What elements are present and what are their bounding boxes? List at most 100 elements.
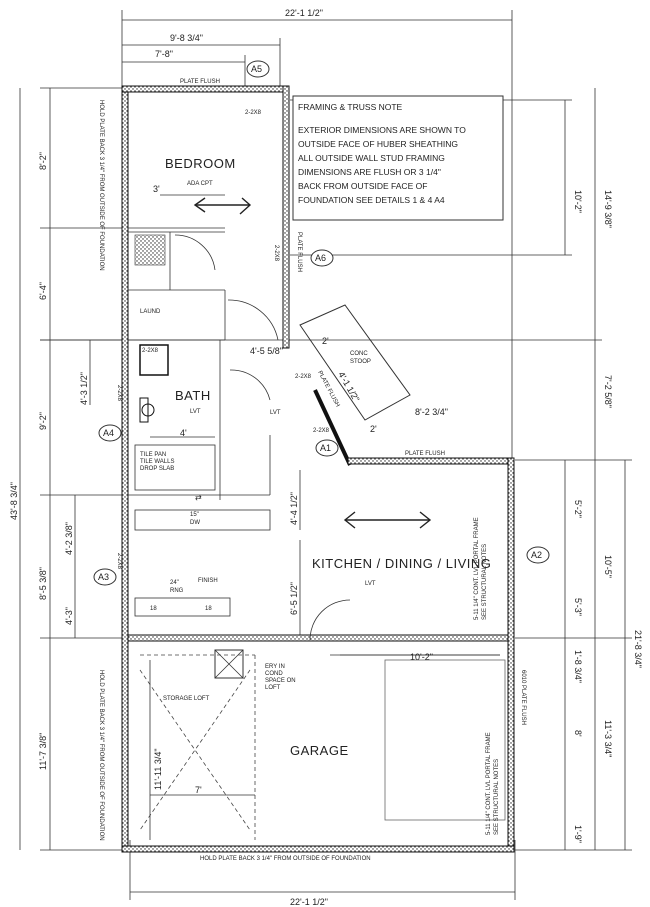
room-storage-loft: STORAGE LOFT: [163, 696, 210, 702]
label-rng-1: 24": [170, 580, 179, 586]
hold-plate-note-left: HOLD PLATE BACK 3 1/4" FROM OUTSIDE OF F…: [98, 670, 104, 841]
label-lvt-kitchen: LVT: [365, 581, 376, 587]
dim-left-9-2: 9'-2": [38, 412, 48, 430]
label-entry-4: LOFT: [265, 685, 281, 691]
label-entry-1: ERY IN: [265, 664, 285, 670]
label-2x8-7: 2-2X8: [142, 348, 159, 354]
framing-note-line-1: EXTERIOR DIMENSIONS ARE SHOWN TO: [298, 125, 466, 135]
label-tile-pan-1: TILE PAN: [140, 452, 166, 458]
dim-inner-8-2: 8'-2 3/4": [415, 407, 448, 417]
arrow-symbol: ⇄: [195, 493, 202, 502]
dim-right-8: 8': [573, 730, 583, 737]
dim-right-5-3: 5'-3": [573, 598, 583, 616]
dim-right-5-2: 5'-2": [573, 500, 583, 518]
dim-left-8-5: 8'-5 3/8": [38, 567, 48, 600]
dim-inner-4-1: 4'-1 1/2": [336, 370, 361, 404]
exterior-walls: [121, 85, 515, 853]
hold-plate-note-bottom: HOLD PLATE BACK 3 1/4" FROM OUTSIDE OF F…: [200, 856, 371, 862]
arrow-marks: [193, 197, 432, 529]
dim-left-4-2: 4'-2 3/8": [64, 522, 74, 555]
dim-inner-10-2: 10'-2": [410, 652, 433, 662]
framing-note-line-6: FOUNDATION SEE DETAILS 1 & 4 A4: [298, 195, 445, 205]
dim-left-4-3-half: 4'-3 1/2": [79, 372, 89, 405]
dim-inner-7: 7': [195, 785, 202, 795]
label-rng-2: RNG: [170, 588, 184, 594]
room-finish: FINISH: [198, 578, 218, 584]
room-bedroom: BEDROOM: [165, 156, 236, 171]
dim-right-10-2: 10'-2": [573, 190, 583, 213]
dim-left-6-4: 6'-4": [38, 282, 48, 300]
callout-a3: A3: [98, 572, 109, 582]
room-labels: BEDROOM BATH KITCHEN / DINING / LIVING G…: [140, 156, 491, 758]
label-2x8-5: 2-2X8: [116, 385, 122, 402]
right-dimensions: 10'-2" 14'-9 3/8" 7'-2 5/8" 5'-2" 5'-3" …: [40, 88, 643, 851]
hold-plate-note-top: HOLD PLATE BACK 3 1/4" FROM OUTSIDE OF F…: [98, 100, 104, 271]
callout-a1: A1: [320, 443, 331, 453]
label-2x8-1: 2-2X8: [245, 110, 262, 116]
label-lvt-hall: LVT: [270, 410, 281, 416]
label-portal-garage-1: 5-11 1/4" CONT. LVL PORTAL FRAME: [486, 732, 492, 835]
room-laund: LAUND: [140, 309, 161, 315]
dim-left-4-3: 4'-3": [64, 607, 74, 625]
framing-note-title: FRAMING & TRUSS NOTE: [298, 102, 403, 112]
dim-right-1-9: 1'-9": [573, 825, 583, 843]
label-lvt-bath: LVT: [190, 409, 201, 415]
dim-inner-3: 3': [153, 184, 160, 194]
label-tile-pan-2: TILE WALLS: [140, 459, 174, 465]
plate-flush-garage: 6010 PLATE FLUSH: [520, 670, 526, 725]
dim-right-11-3: 11'-3 3/4": [603, 720, 613, 757]
label-ada-cpt: ADA CPT: [187, 181, 213, 187]
room-conc-stoop-1: CONC: [350, 351, 368, 357]
label-dw-1: 15": [190, 512, 199, 518]
callout-a5: A5: [251, 64, 262, 74]
interior-walls: [128, 194, 506, 840]
dim-top-left-1: 9'-8 3/4": [170, 33, 203, 43]
label-entry-3: SPACE ON: [265, 678, 296, 684]
dim-inner-4-5: 4'-5 5/8": [250, 346, 283, 356]
misc-labels: PLATE FLUSH PLATE FLUSH PLATE FLUSH PLAT…: [116, 79, 526, 862]
dim-right-1-8: 1'-8 3/4": [573, 650, 583, 683]
dim-top-left-2: 7'-8": [155, 49, 173, 59]
label-tile-pan-3: DROP SLAB: [140, 466, 174, 472]
dim-right-10-5: 10'-5": [603, 555, 613, 578]
bath-fixtures: ⇄: [139, 344, 202, 502]
label-dw-2: DW: [190, 520, 200, 526]
dim-inner-2b: 2': [370, 424, 377, 434]
label-2x8-2: 2-2X8: [273, 245, 279, 262]
label-2x8-3: 2-2X8: [295, 374, 312, 380]
framing-note: FRAMING & TRUSS NOTE EXTERIOR DIMENSIONS…: [292, 95, 504, 221]
label-entry-2: COND: [265, 671, 283, 677]
top-dimensions: 22'-1 1/2" 9'-8 3/4" 7'-8": [121, 8, 513, 460]
inner-dimensions: 3' 4'-5 5/8" 4'-1 1/2" 2' 2' 8'-2 3/4" 4…: [149, 184, 500, 840]
callout-a4: A4: [103, 428, 114, 438]
section-callouts: A5 A6 A1 A2 A4 A3: [93, 60, 550, 586]
label-portal-right-1: 5-11 1/4" CONT. LVL PORTAL FRAME: [474, 517, 480, 620]
dim-inner-4-4: 4'-4 1/2": [289, 492, 299, 525]
callout-a6: A6: [315, 253, 326, 263]
dim-inner-2a: 2': [322, 336, 329, 346]
dim-right-7-2: 7'-2 5/8": [603, 375, 613, 408]
dim-inner-11-11: 11'-11 3/4": [153, 748, 163, 790]
room-garage: GARAGE: [290, 743, 349, 758]
framing-note-line-5: BACK FROM OUTSIDE FACE OF: [298, 181, 427, 191]
dim-bottom-overall: 22'-1 1/2": [290, 897, 328, 907]
room-kitchen: KITCHEN / DINING / LIVING: [312, 556, 491, 571]
dim-left-8-2: 8'-2": [38, 152, 48, 170]
label-18a: 18: [150, 606, 157, 612]
plate-flush-top: PLATE FLUSH: [180, 79, 220, 85]
framing-note-line-4: DIMENSIONS ARE FLUSH OR 3 1/4": [298, 167, 441, 177]
label-portal-right-2: SEE STRUCTURAL NOTES: [482, 544, 488, 620]
room-bath: BATH: [175, 388, 211, 403]
label-2x8-4: 2-2X8: [313, 428, 330, 434]
dim-left-11-7: 11'-7 3/8": [38, 733, 48, 770]
room-conc-stoop-2: STOOP: [350, 359, 371, 365]
framing-note-line-2: OUTSIDE FACE OF HUBER SHEATHING: [298, 139, 458, 149]
left-dimensions: 43'-8 3/4" 8'-2" 6'-4" 9'-2" 8'-5 3/8" 1…: [9, 87, 125, 851]
plate-flush-right: PLATE FLUSH: [296, 232, 302, 272]
dim-inner-4: 4': [180, 428, 187, 438]
dim-inner-6-5: 6'-5 1/2": [289, 582, 299, 615]
dim-left-43: 43'-8 3/4": [9, 482, 19, 520]
dim-right-21-8: 21'-8 3/4": [633, 630, 643, 668]
dim-top-overall: 22'-1 1/2": [285, 8, 323, 18]
framing-note-line-3: ALL OUTSIDE WALL STUD FRAMING: [298, 153, 445, 163]
